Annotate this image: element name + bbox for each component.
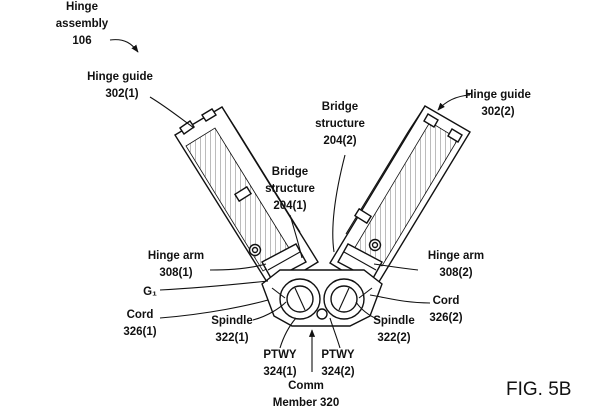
label-line: 204(1) (273, 200, 306, 212)
label-line: Bridge (272, 166, 308, 178)
label-line: 302(1) (105, 88, 138, 100)
label-line: 324(2) (321, 366, 354, 378)
label-line: 308(2) (439, 267, 472, 279)
label-spindle-1: Spindle 322(1) (211, 315, 253, 344)
label-line: Spindle (211, 315, 253, 327)
label-line: structure (315, 118, 365, 130)
label-line: Member 320 (273, 397, 339, 409)
label-g1: G₁ (143, 286, 157, 298)
label-hinge-arm-1: Hinge arm 308(1) (148, 250, 204, 279)
label-line: Bridge (322, 101, 358, 113)
label-line: 302(2) (481, 106, 514, 118)
label-line: 324(1) (263, 366, 296, 378)
label-cord-1: Cord 326(1) (123, 309, 156, 338)
figure-number: FIG. 5B (506, 379, 571, 400)
label-line: PTWY (321, 349, 355, 361)
label-line: 322(2) (377, 332, 410, 344)
label-spindle-2: Spindle 322(2) (373, 315, 415, 344)
label-line: Hinge arm (148, 250, 204, 262)
label-hinge-guide-1: Hinge guide 302(1) (87, 71, 153, 100)
label-line: Spindle (373, 315, 415, 327)
label-cord-2: Cord 326(2) (429, 295, 462, 324)
svg-text:106: 106 (72, 35, 91, 47)
label-hinge-guide-2: Hinge guide 302(2) (465, 89, 531, 118)
label-line: 204(2) (323, 135, 356, 147)
svg-text:Hinge: Hinge (66, 1, 98, 13)
label-hinge-assembly: Hinge assembly 106 (56, 1, 109, 47)
label-ptwy-1: PTWY 324(1) (263, 349, 297, 378)
label-line: Cord (127, 309, 154, 321)
label-line: Hinge guide (87, 71, 153, 83)
label-line: PTWY (263, 349, 297, 361)
label-line: 106 (72, 35, 91, 47)
comm-member (262, 270, 382, 326)
label-line: 326(2) (429, 312, 462, 324)
label-line: 308(1) (159, 267, 192, 279)
label-hinge-arm-2: Hinge arm 308(2) (428, 250, 484, 279)
svg-text:assembly: assembly (56, 18, 109, 30)
label-ptwy-2: PTWY 324(2) (321, 349, 355, 378)
label-line: Comm (288, 380, 324, 392)
label-line: structure (265, 183, 315, 195)
label-line: G₁ (143, 286, 157, 298)
label-line: 322(1) (215, 332, 248, 344)
label-bridge-structure-1: Bridge structure 204(1) (265, 166, 315, 212)
label-line: Hinge guide (465, 89, 531, 101)
label-comm-member: Comm Member 320 (273, 380, 339, 409)
label-line: Hinge (66, 1, 98, 13)
label-bridge-structure-2: Bridge structure 204(2) (315, 101, 365, 147)
label-line: 326(1) (123, 326, 156, 338)
label-line: Hinge arm (428, 250, 484, 262)
label-line: Cord (433, 295, 460, 307)
label-line: assembly (56, 18, 109, 30)
